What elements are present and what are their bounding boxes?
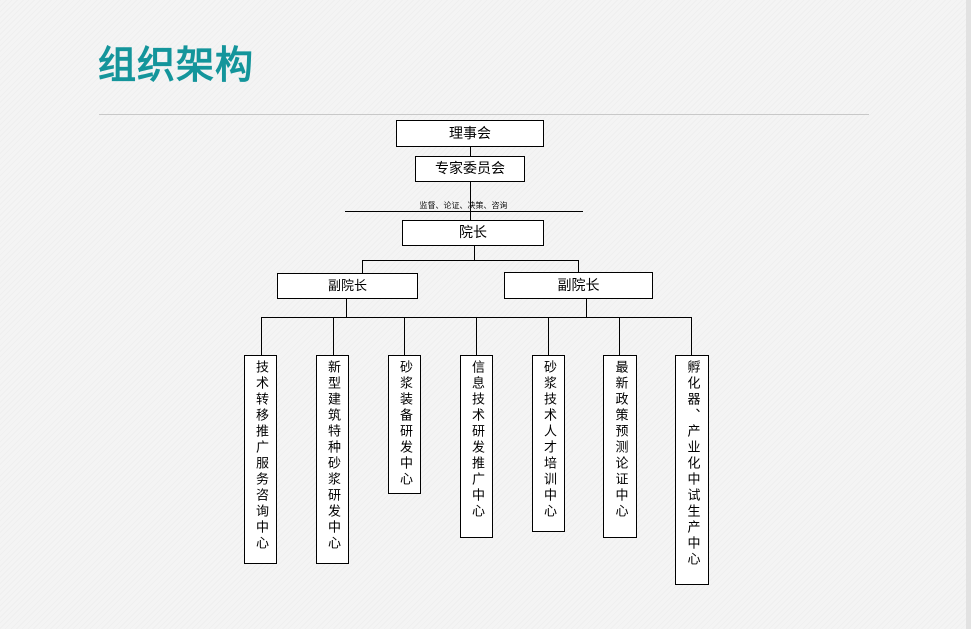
center-node: 技术转移推广服务咨询中心 xyxy=(244,355,277,564)
board-label: 理事会 xyxy=(449,125,491,142)
vp-left-node: 副院长 xyxy=(277,273,418,299)
center-node: 最新政策预测论证中心 xyxy=(603,355,637,538)
vp-right-node: 副院长 xyxy=(504,272,653,299)
experts-label: 专家委员会 xyxy=(435,161,505,177)
vp-right-label: 副院长 xyxy=(557,277,600,294)
center-node: 砂浆装备研发中心 xyxy=(388,355,421,494)
page-title: 组织架构 xyxy=(98,43,255,87)
board-node: 理事会 xyxy=(396,120,544,147)
right-edge-strip xyxy=(966,0,971,629)
center-node: 砂浆技术人才培训中心 xyxy=(532,355,565,532)
center-node: 新型建筑特种砂浆研发中心 xyxy=(316,355,349,564)
center-label: 砂浆技术人才培训中心 xyxy=(541,360,556,520)
center-label: 技术转移推广服务咨询中心 xyxy=(253,360,268,552)
center-label: 砂浆装备研发中心 xyxy=(397,360,412,488)
president-node: 院长 xyxy=(402,220,544,246)
center-label: 孵化器、产业化中试生产中心 xyxy=(684,360,700,568)
duties-note: 监督、论证、决策、咨询 xyxy=(419,201,508,210)
center-label: 新型建筑特种砂浆研发中心 xyxy=(325,360,340,552)
vp-left-label: 副院长 xyxy=(327,278,367,294)
experts-node: 专家委员会 xyxy=(415,156,525,182)
center-node: 信息技术研发推广中心 xyxy=(460,355,493,538)
center-label: 最新政策预测论证中心 xyxy=(612,360,628,520)
president-label: 院长 xyxy=(459,225,487,241)
title-divider xyxy=(99,114,869,115)
center-node: 孵化器、产业化中试生产中心 xyxy=(675,355,709,585)
center-label: 信息技术研发推广中心 xyxy=(469,360,484,520)
